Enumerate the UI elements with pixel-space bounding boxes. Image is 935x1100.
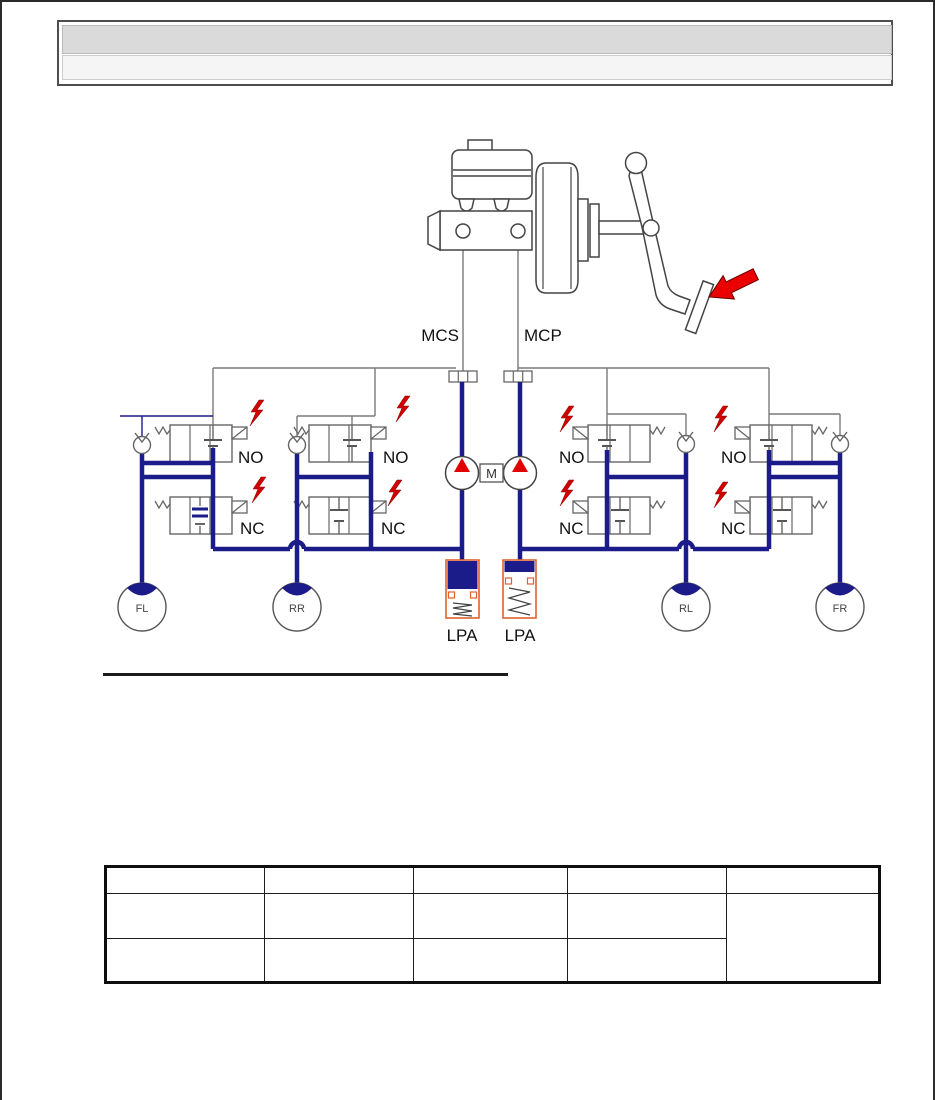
check-valve-icon-fr	[830, 431, 850, 454]
brake-booster	[535, 162, 652, 294]
accumulator-right	[502, 559, 537, 619]
energized-lightning-icon	[387, 479, 403, 507]
energized-lightning-icon	[559, 405, 575, 433]
hydraulic-lines	[139, 382, 843, 585]
nc-valve-icon-fl	[153, 495, 249, 536]
energized-lightning-icon	[559, 479, 575, 507]
spring-icon	[452, 602, 473, 617]
energized-lightning-icon	[249, 399, 265, 427]
press-arrow-icon	[708, 268, 760, 300]
header-bar-top	[62, 25, 892, 54]
check-valve-icon-fl	[132, 432, 152, 455]
wheel-rl-label: RL	[679, 603, 693, 615]
pump-left	[444, 455, 480, 491]
bypass-wire-fl	[120, 415, 213, 436]
pedal-pad	[684, 279, 715, 335]
energized-lightning-icon	[395, 395, 411, 423]
page-edge-right	[933, 0, 935, 1100]
page-edge-top	[0, 0, 935, 2]
data-table	[104, 865, 881, 984]
reservoir	[451, 149, 533, 200]
table-row	[105, 938, 880, 983]
table-cell	[413, 866, 568, 894]
wheel-fr: FR	[815, 582, 865, 632]
mcp-label: MCP	[524, 326, 562, 345]
energized-lightning-icon	[713, 481, 729, 509]
wheel-rr-label: RR	[289, 603, 305, 615]
wheel-rl: RL	[661, 582, 711, 632]
page-edge-left	[0, 0, 2, 1100]
mc-port-secondary	[455, 223, 471, 239]
no-label-rr: NO	[383, 448, 409, 467]
wheel-fl-label: FL	[136, 603, 149, 615]
table-cell	[413, 938, 568, 983]
nc-valve-icon-fr	[734, 496, 828, 535]
table-header-row	[105, 866, 880, 894]
accumulator-left	[445, 559, 480, 619]
table-cell	[567, 893, 727, 939]
no-valve-icon-fr	[734, 424, 828, 463]
table-cell	[413, 893, 568, 939]
nc-label-fl: NC	[240, 519, 265, 538]
table-cell	[105, 893, 265, 939]
wheel-fl: FL	[117, 582, 167, 632]
motor-icon: M	[479, 463, 504, 483]
header-box	[57, 20, 893, 86]
pedal-pivot	[642, 219, 660, 237]
no-valve-icon-rl	[572, 424, 666, 463]
table-cell	[567, 938, 727, 983]
pump-right	[502, 455, 538, 491]
table-cell	[105, 866, 265, 894]
brake-pedal	[624, 151, 760, 335]
motor-label: M	[486, 466, 497, 481]
inlet-filter-icon	[503, 370, 533, 383]
nc-label-fr: NC	[721, 519, 746, 538]
table-cell	[726, 866, 880, 894]
energized-lightning-icon	[713, 405, 729, 433]
master-cylinder	[427, 139, 533, 252]
table-cell	[264, 893, 414, 939]
no-label-fl: NO	[238, 448, 264, 467]
mcs-label: MCS	[421, 326, 459, 345]
pump-arrow-icon	[512, 458, 528, 472]
no-label-fr: NO	[721, 448, 747, 467]
table-cell	[264, 938, 414, 983]
inlet-filter-icon	[448, 370, 478, 383]
spring-icon	[506, 587, 533, 616]
table-cell-merged	[726, 893, 880, 983]
no-label-rl: NO	[559, 448, 585, 467]
section-divider	[103, 673, 508, 676]
wheel-rr: RR	[272, 582, 322, 632]
check-valve-icon-rr	[287, 432, 307, 455]
pump-arrow-icon	[454, 458, 470, 472]
wheel-fr-label: FR	[833, 603, 848, 615]
brake-hydraulic-diagram: M LPA LPA FL RR	[117, 139, 865, 645]
no-valve-icon-fl	[154, 424, 248, 463]
check-valve-icon-rl	[676, 431, 696, 454]
energized-lightning-icon	[251, 476, 267, 504]
table-cell	[264, 866, 414, 894]
nc-valve-icon-rl	[572, 496, 666, 535]
pedal-arm	[628, 167, 691, 315]
nc-label-rr: NC	[381, 519, 406, 538]
lpa-left-label: LPA	[447, 626, 479, 645]
lpa-right-label: LPA	[505, 626, 537, 645]
nc-label-rl: NC	[559, 519, 584, 538]
header-bar-bottom	[62, 55, 892, 80]
table-row	[105, 893, 880, 983]
table-cell	[105, 938, 265, 983]
table-cell	[567, 866, 727, 894]
mc-port-primary	[510, 223, 526, 239]
pedal-hinge	[624, 151, 648, 175]
